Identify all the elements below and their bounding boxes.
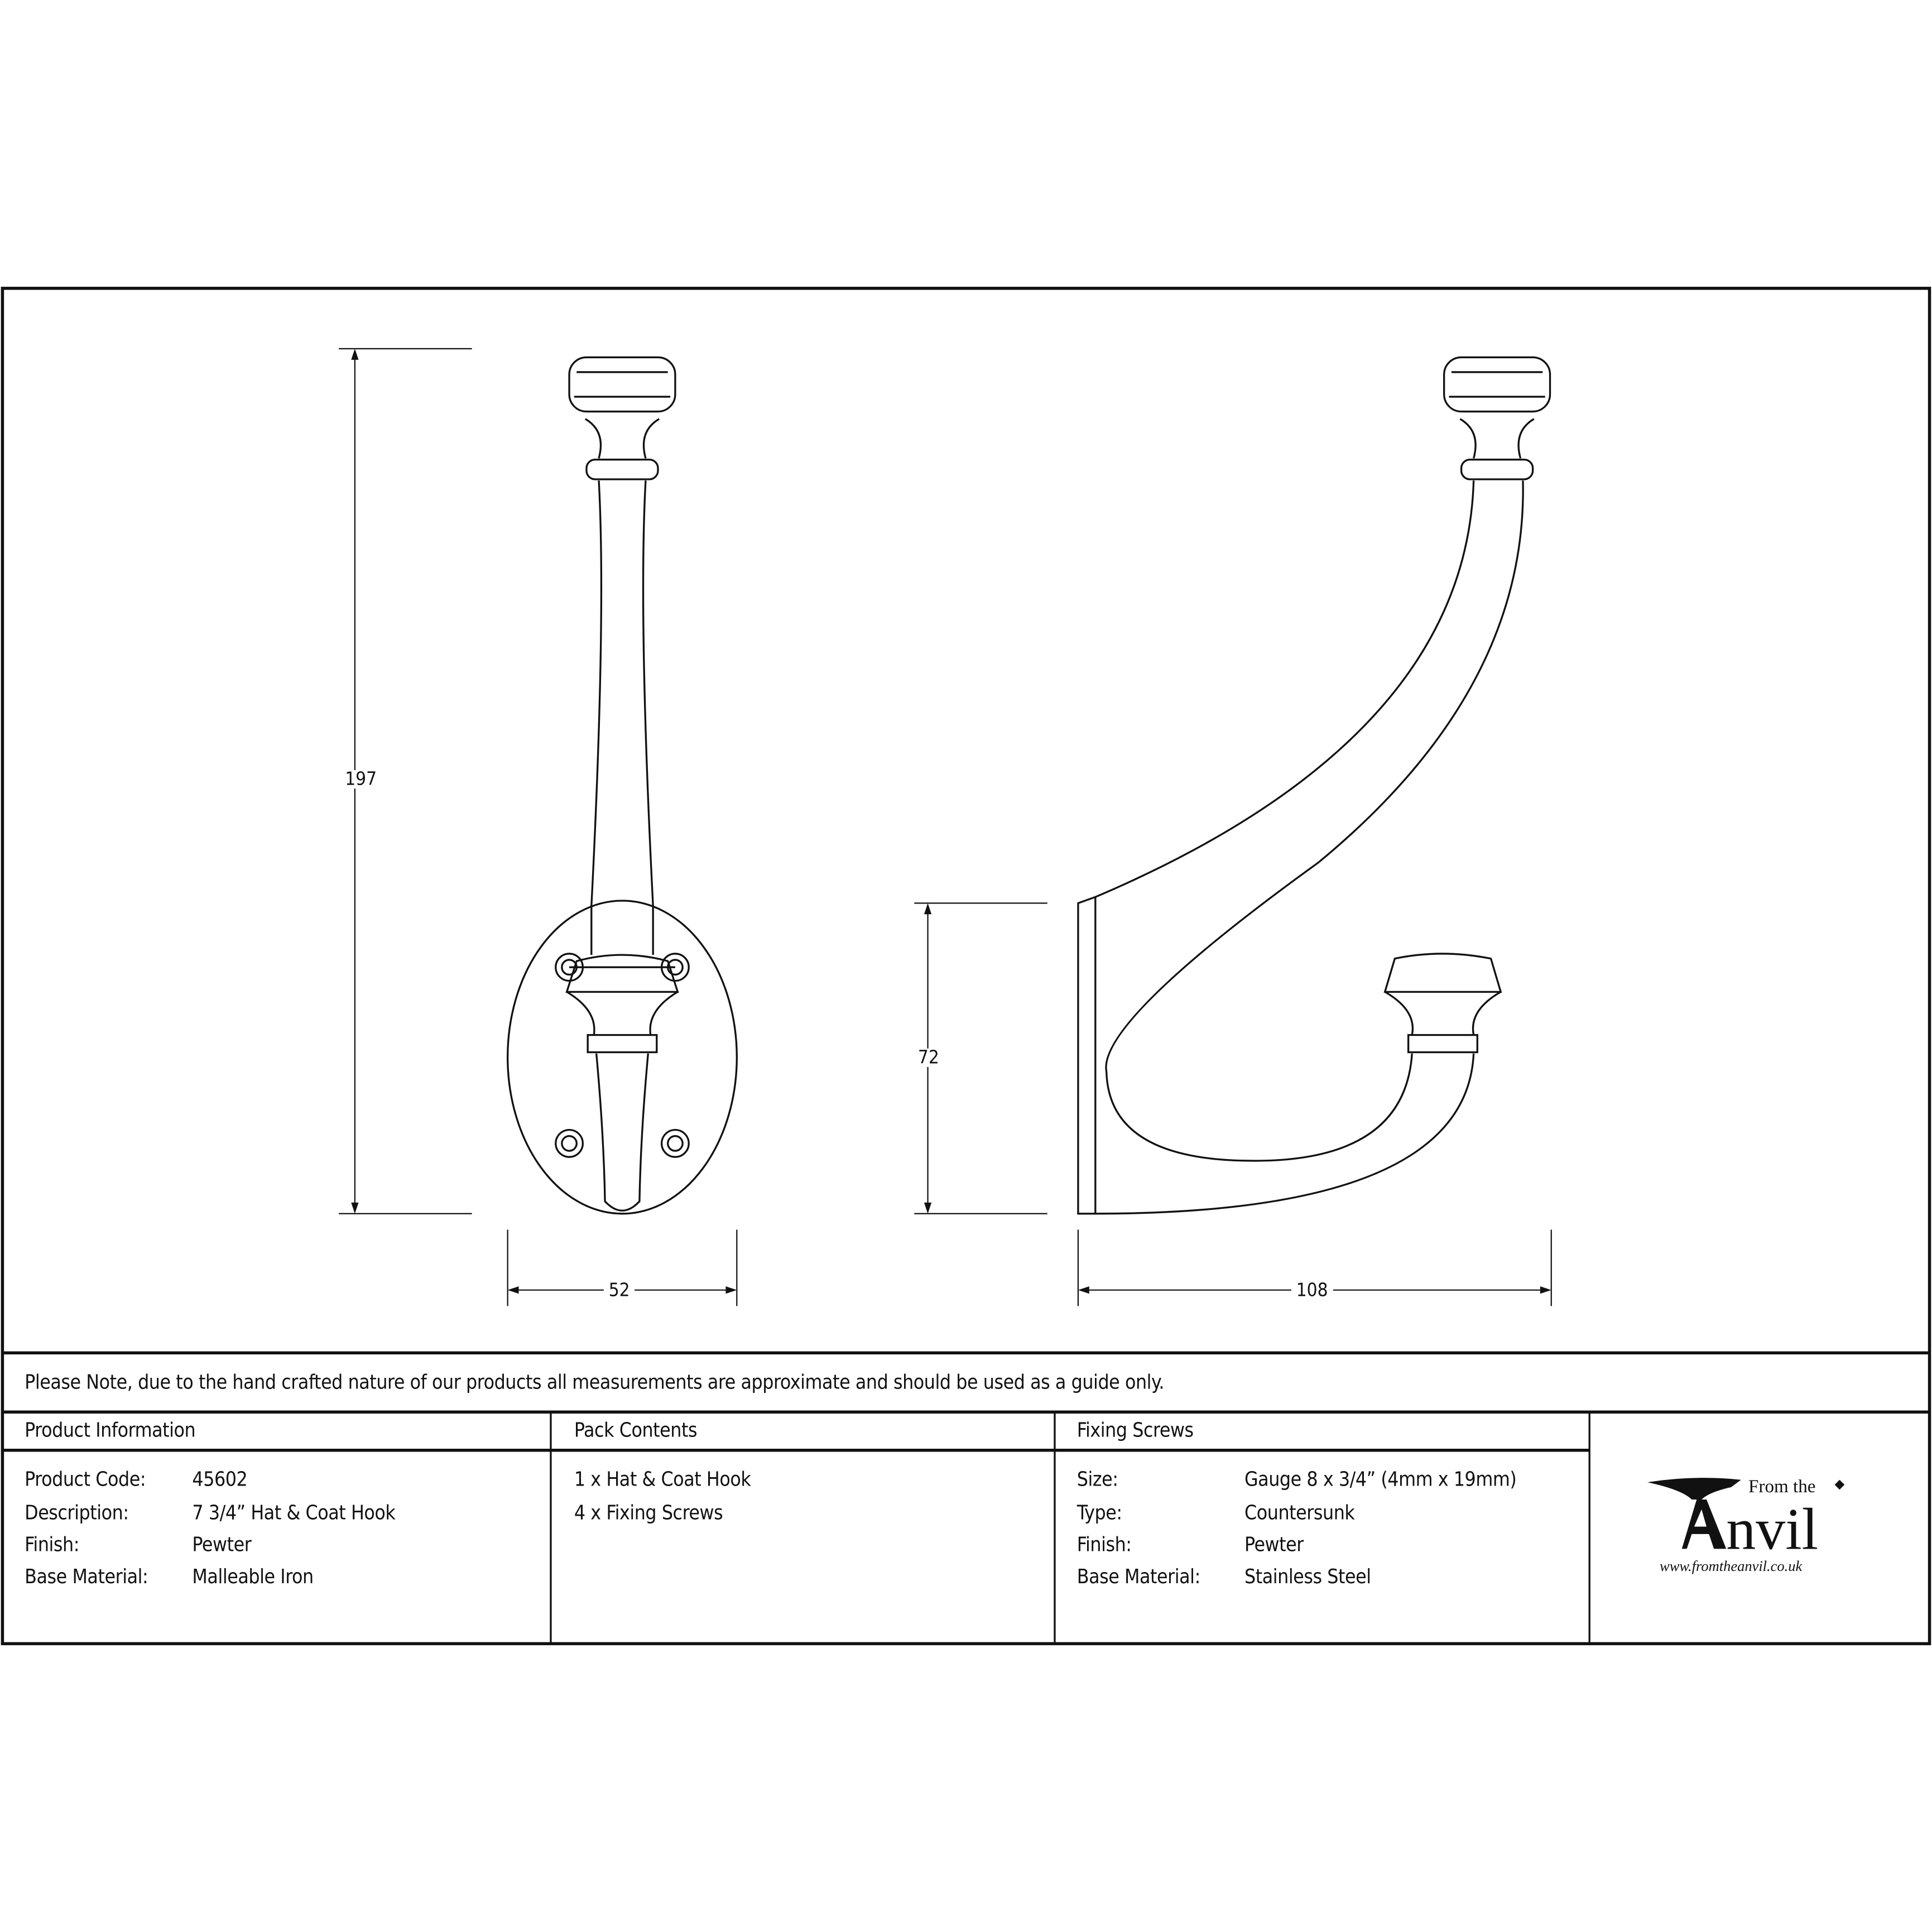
measurement-note: Please Note, due to the hand crafted nat… xyxy=(25,1370,1165,1394)
dimension-arrowheads xyxy=(351,348,1551,1294)
screw-size-value: Gauge 8 x 3/4” (4mm x 19mm) xyxy=(1244,1467,1517,1491)
pack-item: 1 x Hat & Coat Hook xyxy=(574,1467,751,1491)
screw-material-label: Base Material: xyxy=(1076,1565,1201,1588)
product-code-label: Product Code: xyxy=(25,1467,146,1491)
logo-url: www.fromtheanvil.co.uk xyxy=(1660,1558,1803,1574)
description-value: 7 3/4” Hat & Coat Hook xyxy=(192,1501,396,1525)
screw-finish-label: Finish: xyxy=(1076,1532,1132,1556)
dimension-depth-label: 108 xyxy=(1291,1281,1333,1300)
fixing-screws-header: Fixing Screws xyxy=(1076,1418,1194,1442)
finish-label: Finish: xyxy=(25,1532,80,1556)
logo-from-the: From the xyxy=(1748,1476,1815,1497)
screw-type-label: Type: xyxy=(1076,1501,1122,1525)
base-material-label: Base Material: xyxy=(25,1565,148,1588)
dimension-height-label: 197 xyxy=(340,770,382,789)
pack-item: 4 x Fixing Screws xyxy=(574,1501,723,1525)
product-info-header: Product Information xyxy=(25,1418,196,1442)
screw-finish-value: Pewter xyxy=(1244,1532,1304,1556)
side-view-hook xyxy=(1077,356,1551,1215)
description-label: Description: xyxy=(25,1501,129,1525)
screw-type-value: Countersunk xyxy=(1244,1501,1355,1525)
finish-value: Pewter xyxy=(192,1532,252,1556)
front-view-hook xyxy=(506,356,738,1215)
product-code-value: 45602 xyxy=(192,1467,248,1491)
from-the-anvil-logo: From the nvil www.fromtheanvil.co.uk xyxy=(1645,1472,1892,1583)
logo-anvil: nvil xyxy=(1726,1496,1818,1561)
screw-material-value: Stainless Steel xyxy=(1244,1565,1371,1588)
base-material-value: Malleable Iron xyxy=(192,1565,314,1588)
sheet-frame xyxy=(1,286,1931,1646)
screw-size-label: Size: xyxy=(1076,1467,1118,1491)
pack-contents-header: Pack Contents xyxy=(574,1418,698,1442)
anvil-icon: From the nvil www.fromtheanvil.co.uk xyxy=(1647,1476,1845,1574)
dimension-width-label: 52 xyxy=(603,1281,635,1300)
dimension-projection-height-label: 72 xyxy=(913,1048,944,1068)
